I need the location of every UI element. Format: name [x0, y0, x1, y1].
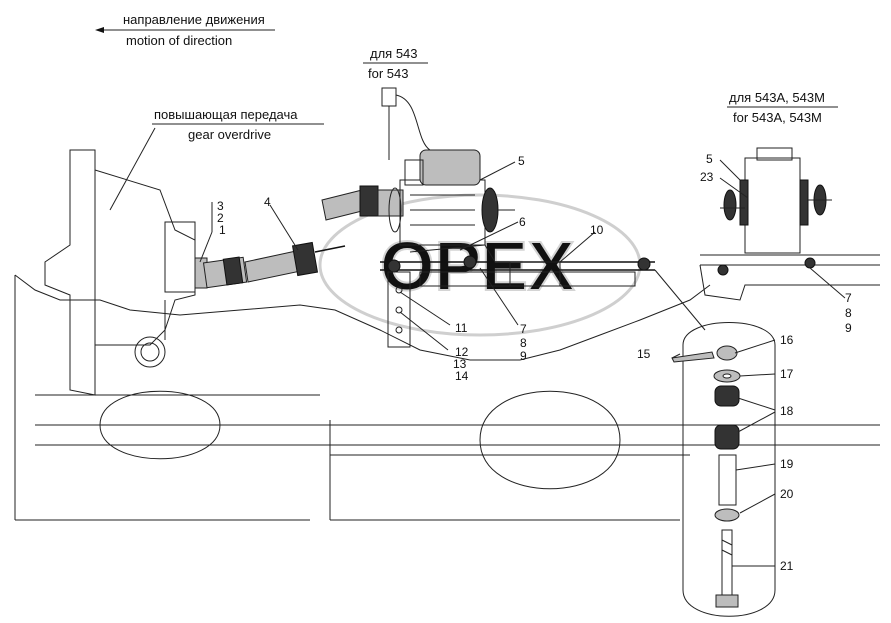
- propeller-shaft: [202, 241, 346, 289]
- callout-5: 5: [518, 154, 525, 168]
- callout-3: 3: [217, 199, 224, 213]
- callout-20: 20: [780, 487, 794, 501]
- chassis-frame: [14, 254, 880, 521]
- callout-18: 18: [780, 404, 794, 418]
- callout-14: 14: [455, 369, 469, 383]
- callout-23: 23: [700, 170, 714, 184]
- callout-numbers: 3 2 1 4 5 6 10 11 12 13 14 7 8 9 5 23 7 …: [217, 152, 852, 573]
- pump-variant-543am: [717, 147, 832, 276]
- caption-overdrive-en: gear overdrive: [188, 127, 271, 142]
- callout-8-lower: 8: [520, 336, 527, 350]
- callout-13: 13: [453, 357, 467, 371]
- watermark: OPEX: [318, 193, 642, 337]
- callout-9-right: 9: [845, 321, 852, 335]
- caption-for543-en: for 543: [368, 66, 408, 81]
- pump-unit: [388, 149, 515, 246]
- callout-7-right: 7: [845, 291, 852, 305]
- callout-7-upper: 6: [519, 215, 526, 229]
- gear-overdrive-housing: [44, 149, 208, 396]
- callout-19: 19: [780, 457, 794, 471]
- callout-9-lower: 9: [520, 349, 527, 363]
- callout-8-right: 8: [845, 306, 852, 320]
- caption-for543am-en: for 543А, 543М: [733, 110, 822, 125]
- callout-21: 21: [780, 559, 794, 573]
- leader-lines: [109, 127, 846, 567]
- callout-10: 10: [590, 223, 604, 237]
- upper-shaft: [321, 87, 431, 221]
- callout-11: 11: [455, 321, 468, 335]
- caption-for543-ru: для 543: [370, 46, 418, 61]
- callout-4: 4: [264, 195, 271, 209]
- caption-direction-ru: направление движения: [123, 12, 265, 27]
- callout-1: 1: [219, 223, 226, 237]
- caption-overdrive-ru: повышающая передача: [154, 107, 298, 122]
- direction-arrow: [95, 27, 275, 33]
- caption-for543am-ru: для 543А, 543М: [729, 90, 825, 105]
- callout-17: 17: [780, 367, 794, 381]
- callout-7-lower: 7: [520, 322, 527, 336]
- mounting-bracket: [380, 244, 655, 348]
- callout-15: 15: [637, 347, 651, 361]
- caption-direction-en: motion of direction: [126, 33, 232, 48]
- callout-12: 12: [455, 345, 469, 359]
- callout-2: 2: [217, 211, 224, 225]
- callout-16: 16: [780, 333, 794, 347]
- detail-view-oval: [654, 269, 776, 617]
- watermark-text: OPEX: [380, 227, 575, 305]
- callout-6: 5: [706, 152, 713, 166]
